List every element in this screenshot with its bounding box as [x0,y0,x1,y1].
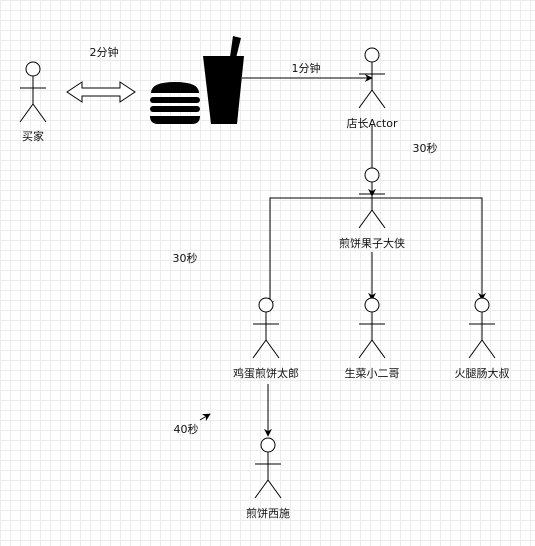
actor-label-lettuce: 生菜小二哥 [345,366,400,380]
burger-icon [150,82,200,124]
stick-figure-icon-ham [468,297,496,359]
edge-label-hero-workers: 30秒 [173,251,198,265]
stick-figure-icon-lettuce [358,297,386,359]
stick-figure-icon-egg [252,297,280,359]
edge-hero-to-ham [372,197,486,301]
actor-label-buyer: 买家 [22,129,44,143]
actor-label-ham: 火腿肠大叔 [455,366,510,380]
actor-figures [19,47,496,499]
actor-label-xishi: 煎饼西施 [246,506,290,520]
connector-lines [199,74,486,437]
stick-figure-icon-manager [358,47,386,109]
stick-figure-icon-buyer [19,61,47,123]
stick-figure-icon-hero [358,167,386,229]
double-arrow-icon [66,81,136,103]
actor-label-manager: 店长Actor [347,116,398,130]
drink-cup-icon [203,36,244,124]
actor-label-egg: 鸡蛋煎饼太郎 [233,366,299,380]
edge-label-buyer-shop: 2分钟 [90,45,119,59]
edge-label-shop-manager: 1分钟 [292,61,321,75]
edge-label-egg-xishi: 40秒 [174,422,199,436]
edge-label-manager-hero: 30秒 [413,141,438,155]
edge-hero-to-egg [266,197,372,309]
actor-label-hero: 煎饼果子大侠 [339,236,405,250]
stick-figure-icon-xishi [254,437,282,499]
stray-arrow [199,413,211,422]
